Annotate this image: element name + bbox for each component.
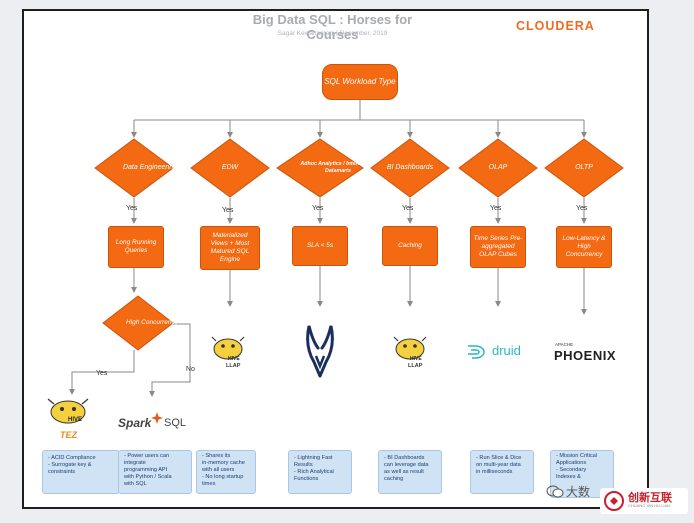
spark-sql-icon: Spark SQL — [118, 412, 198, 434]
start-node-label: SQL Workload Type — [324, 76, 396, 86]
action-low-latency: Low-Latency & High Concurrency — [556, 226, 612, 268]
page-title: Big Data SQL : Horses for Courses — [252, 12, 413, 42]
hive-text: HIVE — [68, 417, 83, 423]
decision-adhoc-analytics: Adhoc Analytics / Interactive / Datamart… — [276, 138, 376, 198]
decision-label: OLTP — [575, 163, 593, 171]
phoenix-text: PHOENIX — [554, 348, 617, 363]
note-spark-sql: - Power users can integrate programming … — [118, 450, 192, 494]
chuangxin-watermark: 创新互联 CHUANG XIN HU LIAN — [600, 488, 688, 514]
decision-oltp: OLTP — [544, 138, 624, 198]
decision-high-concurrency: High Concurrency — [102, 295, 178, 351]
action-label: Low-Latency & High Concurrency — [562, 235, 606, 258]
no-label: No — [186, 366, 195, 373]
yes-label: Yes — [576, 205, 588, 212]
action-label: Long Running Queries — [115, 239, 157, 254]
watermark-text: 大数 — [566, 485, 591, 499]
decision-label: EDW — [221, 163, 239, 171]
start-node: SQL Workload Type — [322, 64, 398, 100]
page-subtitle: Sagar Kewalramani | December, 2019 — [277, 30, 388, 37]
sql-text: SQL — [164, 417, 187, 429]
hive-text: HIVE — [228, 356, 240, 362]
decision-label: BI Dashboards — [386, 163, 434, 171]
action-olap-cubes: Time Series Pre-aggregated OLAP Cubes — [470, 226, 526, 268]
llap-text: LLAP — [408, 363, 423, 369]
action-caching: Caching — [382, 226, 438, 266]
hive-text: HIVE — [410, 356, 422, 362]
note-olap: - Run Slice & Dice on multi-year data in… — [470, 450, 534, 494]
phoenix-icon: APACHE PHOENIX — [554, 340, 636, 366]
note-bi-dashboards: - BI Dashboards can leverage data as wel… — [378, 450, 442, 494]
tez-text: TEZ — [60, 430, 77, 440]
note-edw: - Shares its in-memory cache with all us… — [196, 450, 256, 494]
hive-llap-icon: HIVE LLAP — [210, 336, 250, 372]
yes-label: Yes — [402, 205, 414, 212]
action-long-running-queries: Long Running Queries — [108, 226, 164, 268]
action-label: Time Series Pre-aggregated OLAP Cubes — [473, 235, 523, 258]
watermark-brand: 创新互联 — [628, 492, 672, 505]
hive-llap-icon: HIVE LLAP — [392, 336, 432, 372]
wechat-watermark: 大数 — [546, 480, 602, 504]
decision-edw: EDW — [190, 138, 270, 198]
yes-label: Yes — [312, 205, 324, 212]
action-label: Materialized Views + Most Matured SQL En… — [210, 232, 250, 263]
spark-text: Spark — [118, 416, 152, 430]
watermark-brand-sub: CHUANG XIN HU LIAN — [628, 503, 671, 509]
decision-data-engineering: Data Engineering — [94, 138, 177, 198]
yes-label: Yes — [96, 370, 108, 377]
hive-tez-icon: HIVE TEZ — [44, 398, 96, 444]
brand-logo: CLOUDERA — [516, 19, 595, 33]
druid-icon: druid — [466, 342, 532, 362]
action-materialized-views: Materialized Views + Most Matured SQL En… — [200, 226, 260, 270]
decision-label: High Concurrency — [125, 318, 179, 326]
note-hive-tez: - ACID Compliance - Surrogate key & cons… — [42, 450, 120, 494]
yes-label: Yes — [222, 207, 234, 214]
chuangxin-logo-icon — [604, 491, 624, 511]
decision-bi-dashboards: BI Dashboards — [370, 138, 450, 198]
action-label: Caching — [398, 242, 422, 250]
apache-text: APACHE — [555, 342, 574, 347]
yes-label: Yes — [490, 205, 502, 212]
action-sla: SLA < 5s — [292, 226, 348, 266]
impala-icon — [305, 322, 335, 378]
decision-label: Data Engineering — [122, 163, 178, 171]
note-oltp: - Mission Critical Applications - Second… — [550, 450, 614, 498]
note-adhoc: - Lightning Fast Results - Rich Analytic… — [288, 450, 352, 494]
decision-label: OLAP — [488, 163, 508, 171]
decision-olap: OLAP — [458, 138, 538, 198]
decision-label: Adhoc Analytics / Interactive / Datamart… — [300, 161, 376, 174]
action-label: SLA < 5s — [306, 242, 334, 250]
yes-label: Yes — [126, 205, 138, 212]
llap-text: LLAP — [226, 363, 241, 369]
druid-text: druid — [492, 343, 521, 358]
